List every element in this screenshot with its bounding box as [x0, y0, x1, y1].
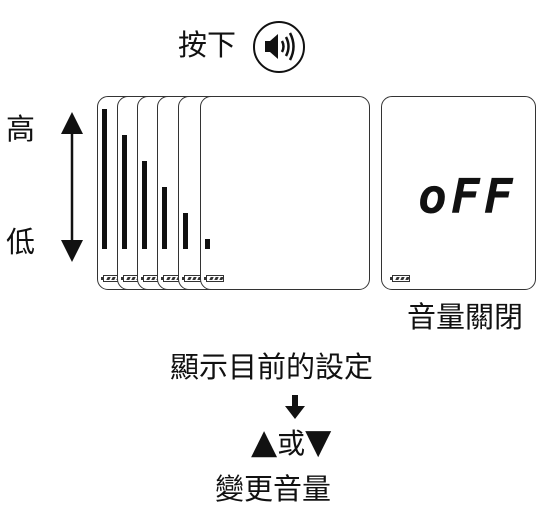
off-display-text: oFF: [418, 169, 517, 225]
change-volume-label: 變更音量: [215, 472, 332, 506]
off-caption: 音量關閉: [407, 300, 524, 334]
speaker-volume-icon: [265, 32, 295, 61]
low-label: 低: [6, 225, 36, 259]
down-arrow-icon: [285, 395, 305, 419]
volume-bar: [122, 135, 127, 249]
down-key[interactable]: ▼: [305, 422, 332, 462]
volume-bar: [162, 187, 167, 249]
change-keys: ▲或▼: [251, 424, 331, 460]
high-label: 高: [6, 112, 36, 146]
current-setting-label: 顯示目前的設定: [170, 350, 374, 384]
speaker-button[interactable]: [253, 21, 305, 73]
press-label: 按下: [178, 28, 237, 62]
volume-bar: [142, 161, 147, 249]
battery-icon: [204, 275, 224, 282]
volume-bar: [205, 239, 210, 249]
volume-bar: [102, 109, 107, 249]
volume-screen-level-1: [200, 96, 370, 290]
or-label: 或: [277, 427, 306, 460]
battery-icon: [390, 275, 410, 282]
volume-bar: [183, 213, 188, 249]
off-screen: oFF: [381, 96, 536, 290]
up-down-arrow: [61, 112, 83, 262]
up-key[interactable]: ▲: [251, 422, 278, 462]
